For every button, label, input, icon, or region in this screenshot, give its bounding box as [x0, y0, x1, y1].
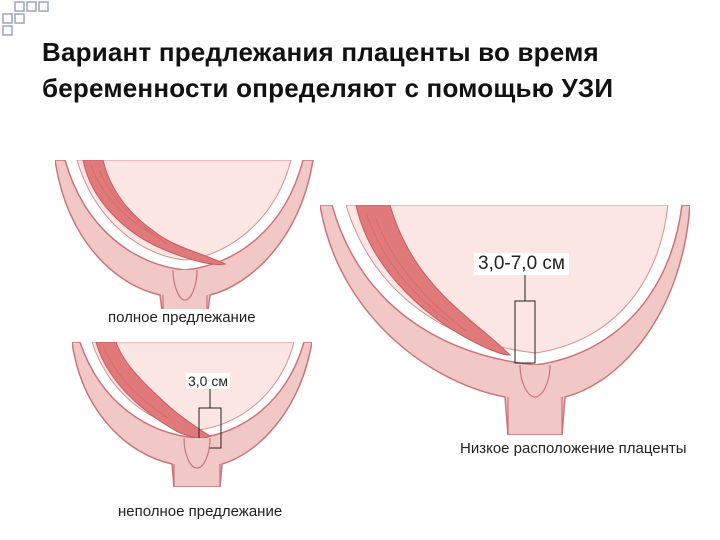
low-lying-measurement: 3,0-7,0 см: [474, 253, 569, 275]
low-lying-placenta-illustration: [320, 205, 690, 435]
incomplete-previa-measurement: 3,0 см: [186, 373, 230, 389]
full-previa-illustration: [55, 160, 314, 319]
full-previa-label: полное предлежание: [106, 309, 258, 326]
low-lying-placenta-label: Низкое расположение плаценты: [460, 440, 687, 457]
incomplete-previa-label: неполное предлежание: [118, 503, 283, 520]
slide-title: Вариант предлежания плаценты во время бе…: [42, 37, 614, 103]
incomplete-previa-illustration: [72, 342, 312, 487]
decorative-squares-icon: [2, 1, 49, 36]
